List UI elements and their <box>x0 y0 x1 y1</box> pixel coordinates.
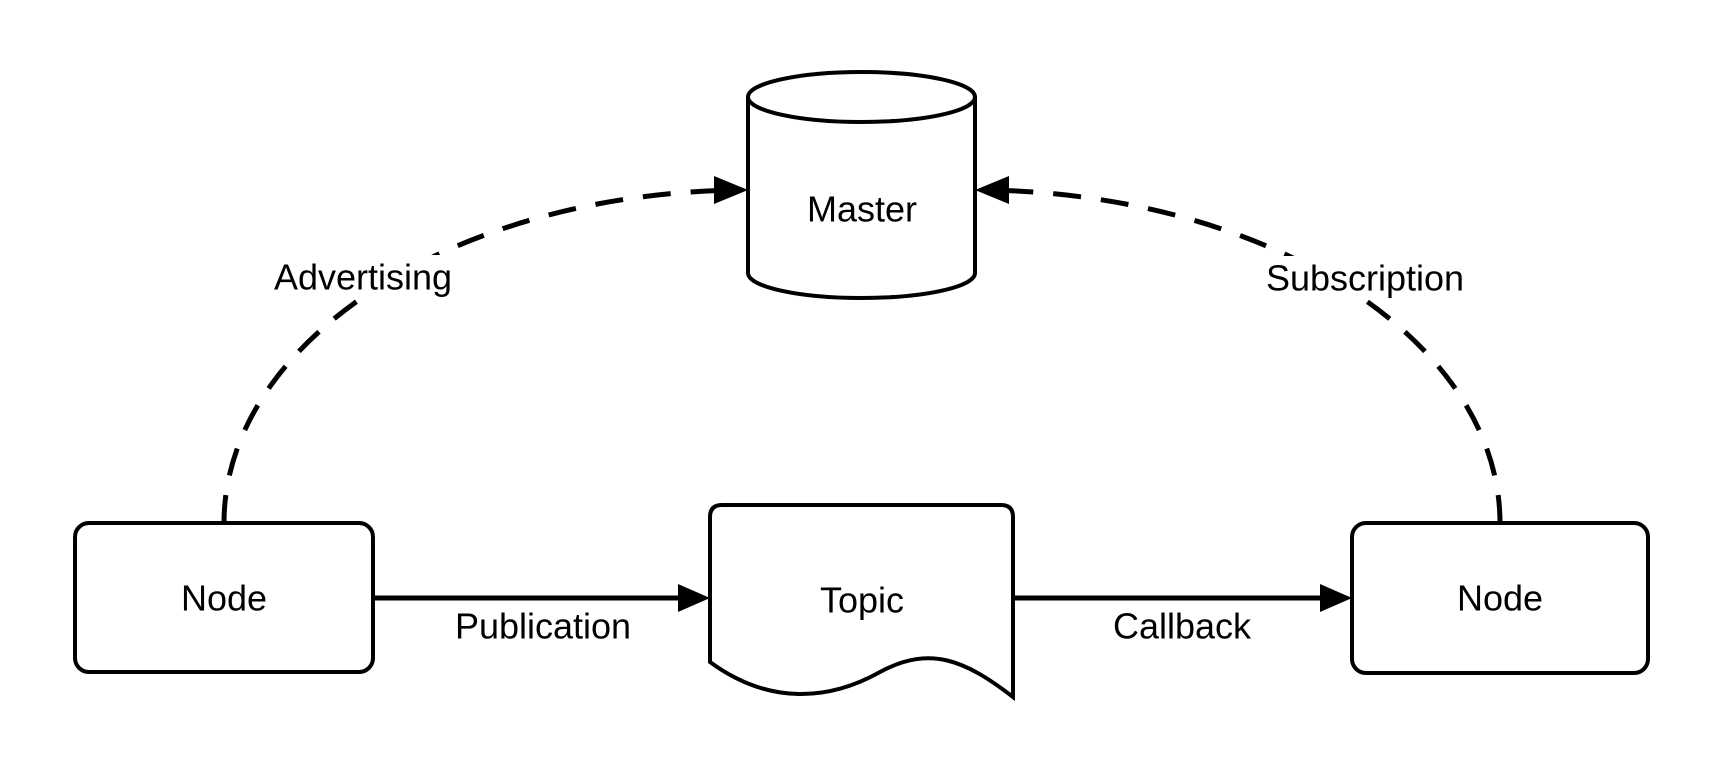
subscription-label-background <box>1264 256 1466 300</box>
advertising-dashed-arc <box>221 187 741 524</box>
master-label: Master <box>807 189 917 230</box>
callback-label: Callback <box>1113 606 1252 647</box>
right-node-label: Node <box>1457 578 1543 619</box>
master-cylinder-shape <box>746 70 977 300</box>
advertising-label: Advertising <box>274 257 452 298</box>
publication-label: Publication <box>455 606 631 647</box>
subscription-arrowhead-icon <box>975 176 1009 204</box>
subscription-label: Subscription <box>1266 258 1464 299</box>
publication-arrowhead-icon <box>678 584 710 612</box>
advertising-label-background <box>270 255 456 299</box>
subscription-dashed-arc <box>982 187 1503 524</box>
advertising-arrowhead-icon <box>714 176 748 204</box>
topic-label: Topic <box>820 580 904 621</box>
topic-document-shape <box>708 503 1015 702</box>
left-node-label: Node <box>181 578 267 619</box>
callback-arrowhead-icon <box>1320 584 1352 612</box>
